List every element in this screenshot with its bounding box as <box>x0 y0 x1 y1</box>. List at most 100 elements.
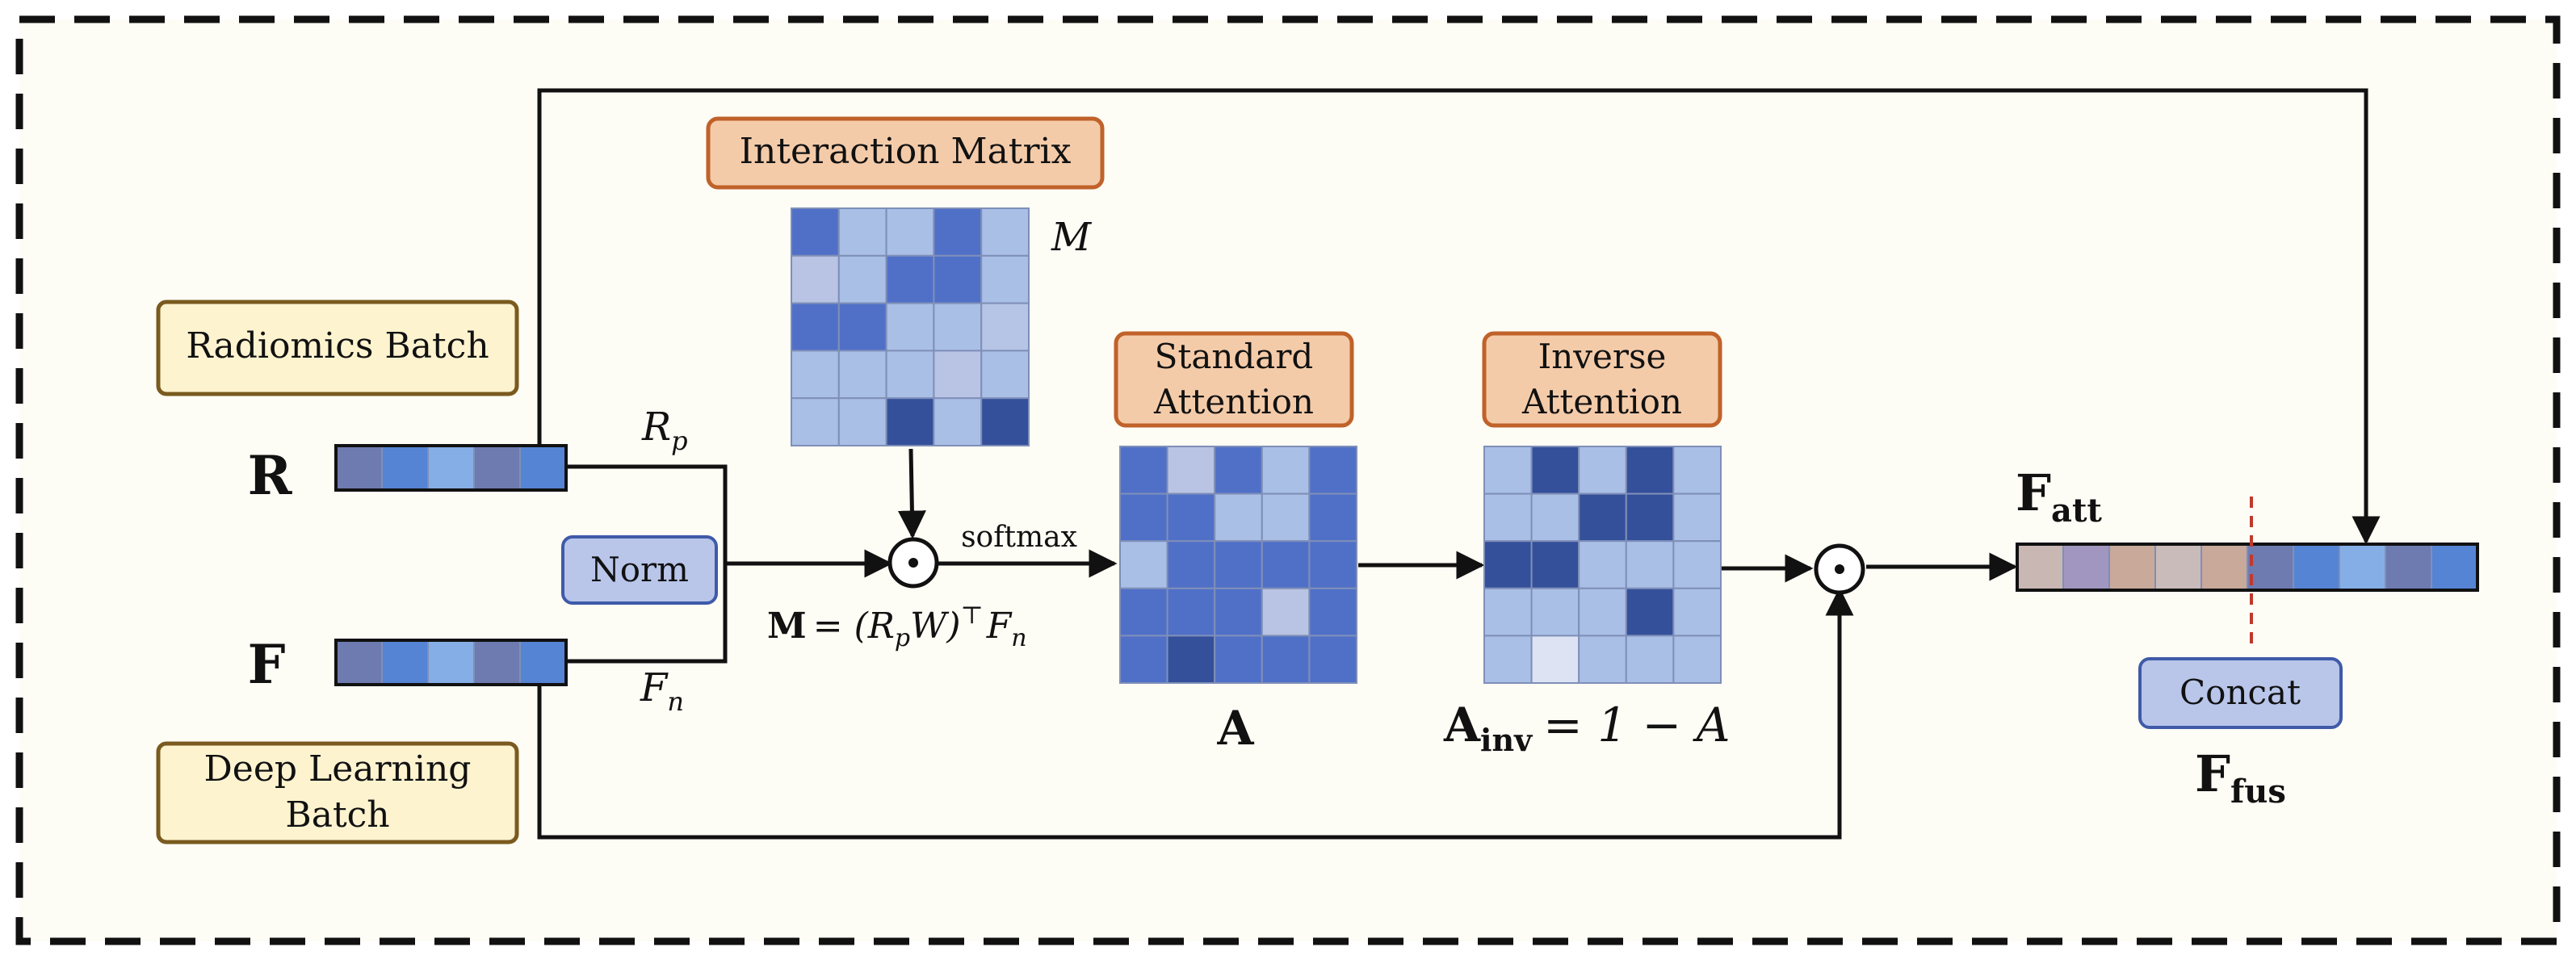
vector-outline <box>2016 543 2479 592</box>
matrix-cell <box>837 254 887 304</box>
matrix-cell <box>791 397 840 447</box>
matrix-cell <box>1578 446 1627 495</box>
matrix-cell <box>1166 492 1216 543</box>
norm-label: Norm <box>590 550 689 589</box>
matrix-cell <box>1483 587 1533 637</box>
bottom-skip-connector <box>537 587 1854 840</box>
matrix-cell <box>1308 492 1358 543</box>
matrix-cell <box>885 302 935 352</box>
matrix-cell <box>1214 492 1263 543</box>
vector-cell <box>519 445 567 491</box>
matrix-cell <box>837 207 887 257</box>
vector-cell <box>335 445 383 491</box>
matrix-cell <box>1119 492 1168 543</box>
matrix-cell <box>1166 587 1216 637</box>
matrix-cell <box>980 254 1030 304</box>
matrix-cell <box>1625 635 1675 685</box>
vector-cell <box>2062 543 2110 591</box>
f-symbol: F <box>248 633 286 696</box>
vector-cell <box>473 639 521 685</box>
matrix-cell <box>885 397 935 447</box>
standard-attention-label-2: Attention <box>1153 382 1314 421</box>
matrix-cell <box>1672 635 1722 685</box>
vector-cell <box>381 639 429 685</box>
deep-feature-vector <box>334 639 568 686</box>
matrix-cell <box>885 254 935 304</box>
f-att-label: Fatt <box>2016 463 2102 530</box>
matrix-cell <box>1214 446 1263 495</box>
matrix-cell <box>1625 587 1675 637</box>
matrix-cell <box>1578 492 1627 543</box>
ainv-formula: Ainv= 1 − A <box>1443 698 1730 758</box>
matrix-cell <box>1672 587 1722 637</box>
matrix-cell <box>1308 587 1358 637</box>
matrix-cell <box>1308 635 1358 685</box>
matrix-cell <box>1166 540 1216 589</box>
interaction-matrix-grid <box>791 207 1030 447</box>
radiomics-batch-label: Radiomics Batch <box>186 325 489 367</box>
matrix-cell <box>837 350 887 400</box>
matrix-cell <box>1308 446 1358 495</box>
matrix-cell <box>1483 492 1533 543</box>
matrix-cell <box>1214 587 1263 637</box>
matrix-cell <box>1530 540 1580 589</box>
m-matrix-label: M <box>1051 215 1093 260</box>
standard-attention-matrix <box>1119 446 1358 685</box>
f-fus-label: Ffus <box>2195 744 2286 811</box>
interaction-matrix-box: Interaction Matrix <box>706 116 1105 190</box>
vector-cell <box>2108 543 2156 591</box>
hadamard-operator-1 <box>887 537 939 589</box>
vector-cell <box>2201 543 2248 591</box>
standard-attention-label-1: Standard <box>1155 337 1314 376</box>
vector-cell <box>2247 543 2294 591</box>
norm-box: Norm <box>561 535 718 605</box>
inverse-attention-box: Inverse Attention <box>1482 331 1722 428</box>
matrix-cell <box>980 207 1030 257</box>
radiomics-vector <box>334 444 568 492</box>
dashed-frame <box>15 15 2561 945</box>
vector-cell <box>2431 543 2478 591</box>
matrix-cell <box>980 397 1030 447</box>
matrix-cell <box>1214 540 1263 589</box>
interaction-formula: M= (RpW)⊤Fn <box>767 601 1027 652</box>
matrix-cell <box>1578 635 1627 685</box>
matrix-cell <box>791 302 840 352</box>
inverse-attention-matrix <box>1483 446 1722 685</box>
deep-learning-batch-label-1: Deep Learning <box>204 748 472 790</box>
matrix-cell <box>1625 446 1675 495</box>
matrix-cell <box>933 207 983 257</box>
fused-vector <box>2016 543 2479 592</box>
matrix-cell <box>837 302 887 352</box>
matrix-cell <box>1119 540 1168 589</box>
matrix-cell <box>1625 492 1675 543</box>
matrix-cell <box>1625 540 1675 589</box>
matrix-cell <box>1672 446 1722 495</box>
inverse-attention-label-2: Attention <box>1521 382 1682 421</box>
matrix-cell <box>885 350 935 400</box>
concat-box: Concat <box>2138 657 2343 729</box>
connectors <box>537 88 2381 840</box>
matrix-cell <box>1261 540 1311 589</box>
vector-cell <box>381 445 429 491</box>
matrix-cell <box>885 207 935 257</box>
vector-cell <box>2339 543 2386 591</box>
matrix-cell <box>1530 446 1580 495</box>
deep-learning-batch-box: Deep Learning Batch <box>156 741 519 844</box>
matrix-cell <box>1261 587 1311 637</box>
matrix-cell <box>791 254 840 304</box>
r-symbol: R <box>248 444 293 507</box>
matrix-cell <box>1530 635 1580 685</box>
a-symbol: A <box>1216 701 1254 756</box>
matrix-cell <box>1530 587 1580 637</box>
concat-label: Concat <box>2180 673 2301 712</box>
inverse-attention-label-1: Inverse <box>1538 337 1667 376</box>
softmax-label: softmax <box>961 521 1077 554</box>
vector-cell <box>2154 543 2202 591</box>
matrix-cell <box>1261 635 1311 685</box>
radiomics-batch-box: Radiomics Batch <box>156 300 519 396</box>
matrix-cell <box>1119 635 1168 685</box>
matrix-cell <box>1578 587 1627 637</box>
matrix-cell <box>980 302 1030 352</box>
vector-cell <box>2016 543 2064 591</box>
